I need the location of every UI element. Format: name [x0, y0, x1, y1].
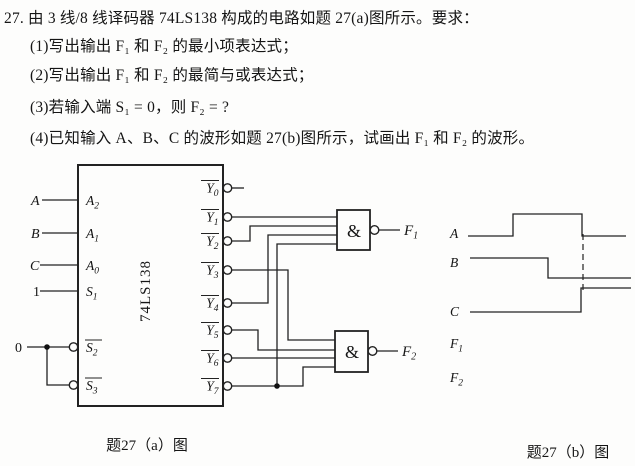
wire-y5-to-gate2 [232, 329, 335, 351]
input-signal-label: 0 [15, 341, 22, 356]
waveform-trace-a [468, 213, 626, 237]
chip-output-pin-label: Y5 [206, 323, 219, 342]
problem-item-2: (2)写出输出 F₁ 和 F₂ 的最简与或表达式； [30, 67, 314, 84]
chip-output-pin-label: Y1 [206, 210, 218, 229]
problem-item-1: (1)写出输出 F₁ 和 F₂ 的最小项表达式； [30, 38, 298, 55]
chip-input-pin-label: S2 [86, 340, 98, 359]
wire-y3-to-gate2 [232, 269, 335, 341]
chip-input-pin-label: S3 [86, 378, 98, 397]
chip-output-pin-label: Y0 [206, 181, 219, 200]
f1-label: F1 [403, 223, 418, 242]
chip-output-pin-label: Y2 [206, 234, 219, 253]
nand-gate-f2-symbol: & [345, 342, 359, 362]
chip-output-pin-label: Y6 [206, 351, 219, 370]
output-inversion-bubble-icon [222, 212, 233, 222]
waveform-signal-label: A [449, 226, 459, 241]
output-inversion-bubble-icon [222, 353, 233, 363]
s2bar-inversion-bubble-icon [68, 342, 79, 352]
f2-label: F2 [401, 344, 416, 363]
chip-input-pin-label: S1 [86, 284, 98, 303]
wire-y2-to-gate1 [232, 225, 337, 242]
waveform-trace-c [470, 287, 631, 313]
chip-input-pin-label: A2 [85, 193, 99, 212]
output-inversion-bubble-icon [222, 183, 233, 193]
chip-output-pin-label: Y4 [206, 296, 219, 315]
nand-gate-f1-symbol: & [347, 221, 361, 241]
waveform-trace-b [470, 257, 631, 279]
nand-gate-f2-bubble-icon [367, 346, 378, 357]
waveform-signal-label: B [450, 255, 458, 270]
wire-y7-to-gate2 [232, 366, 335, 387]
junction-dot-enable [44, 344, 50, 350]
input-signal-label: B [31, 227, 40, 242]
wire-y4-to-gate1 [232, 234, 337, 304]
chip-input-pin-label: A1 [85, 226, 99, 245]
caption-figure-a: 题27（a）图 [106, 437, 188, 454]
waveform-signal-label: F2 [449, 370, 463, 389]
problem-item-4: (4)已知输入 A、B、C 的波形如题 27(b)图所示，试画出 F₁ 和 F₂… [30, 130, 535, 147]
waveform-signal-label: C [450, 304, 460, 319]
wire-y7-to-gate1 [276, 243, 337, 386]
nand-gate-f1-bubble-icon [369, 224, 380, 235]
caption-figure-b: 题27（b）图 [527, 444, 610, 461]
chip-input-pin-label: A0 [85, 258, 99, 277]
decoder-chip-outline [77, 164, 224, 407]
input-signal-label: A [30, 194, 40, 209]
problem-title: 27. 由 3 线/8 线译码器 74LS138 构成的电路如题 27(a)图所… [4, 10, 479, 27]
output-inversion-bubble-icon [222, 236, 233, 246]
output-inversion-bubble-icon [222, 298, 233, 308]
decoder-chip-label: 74LS138 [138, 260, 154, 322]
wire-input-0-s3bar [46, 347, 69, 386]
junction-dot-y7 [274, 383, 280, 389]
chip-output-pin-label: Y3 [206, 263, 219, 282]
s3bar-inversion-bubble-icon [68, 380, 79, 390]
input-signal-label: 1 [33, 285, 40, 300]
problem-item-3: (3)若输入端 S₁ = 0，则 F₂ = ? [30, 99, 230, 116]
input-signal-label: C [30, 259, 40, 274]
waveform-signal-label: F1 [449, 336, 463, 355]
output-inversion-bubble-icon [222, 325, 233, 335]
output-inversion-bubble-icon [222, 265, 233, 275]
output-inversion-bubble-icon [222, 381, 233, 391]
chip-output-pin-label: Y7 [206, 379, 220, 398]
